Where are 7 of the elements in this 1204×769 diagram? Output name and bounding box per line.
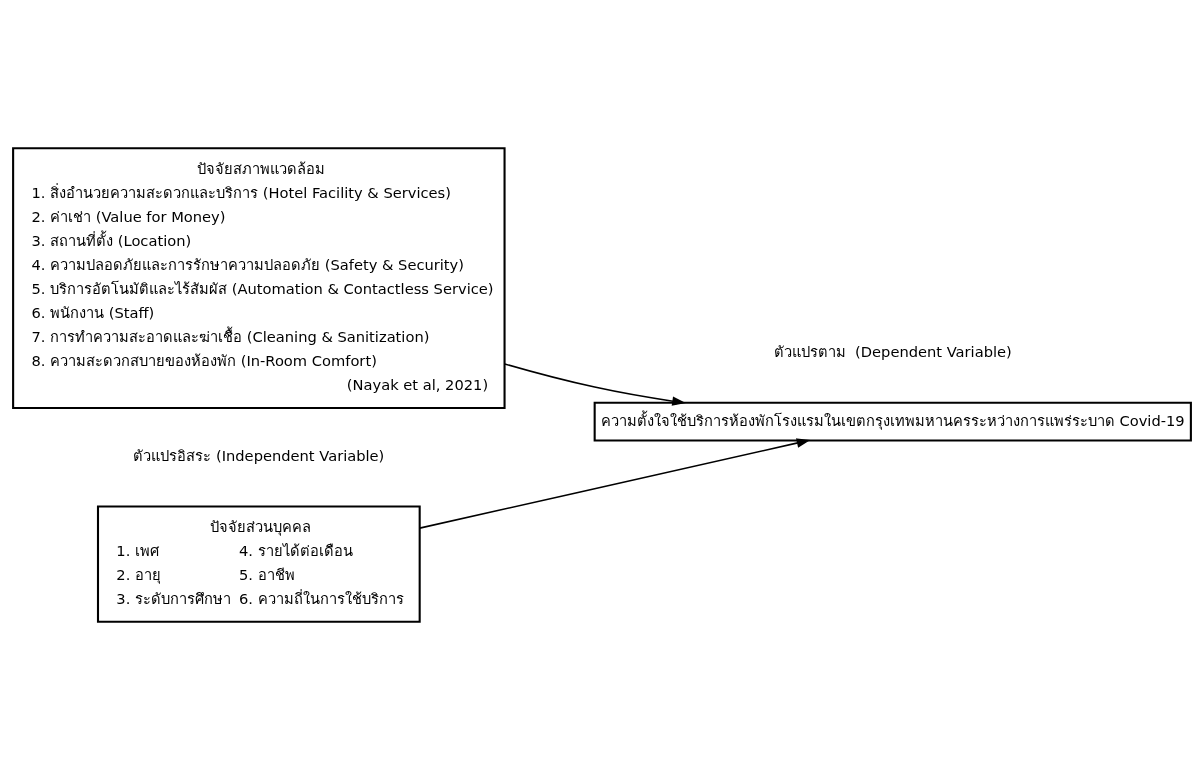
arrow	[503, 362, 686, 406]
label: ตัวแปรตาม (Dependent Variable)	[773, 342, 1012, 360]
node-box: ความตั้งใจใช้บริการห้องพักโรงแรมในเขตกรุงเทพมหานครระหว่างการแพร่ระบาด Covid-19	[593, 401, 1192, 442]
node-box: ปัจจัยสภาพแวดล้อม 1. สิ่งอำนวยความสะดวกและบริการ (Hotel Facility & Services) 2. ค่าเช่า (Value for Money) 3. สถานที่ตั้ง (Location) 4. ความปลอดภัยและการรักษาความปลอดภัย (Safety & Security) 5. บริการอัตโนมัติและไร้สัมผัส (Automation & Contactless Service) 6. พนักงาน (Staff) 7. การทำความสะอาดและฆ่าเชื้อ (Cleaning & Sanitization) 8. ความสะดวกสบายของห้องพัก (In-Room Comfort) (Nayak et al, 2021)	[12, 146, 506, 409]
label: ตัวแปรอิสระ (Independent Variable)	[133, 446, 385, 464]
node-box: ปัจจัยส่วนบุคคล 1. เพศ 4. รายได้ต่อเดือน 2. อายุ 5. อาชีพ 3. ระดับการศึกษา 6. ความถี่ในการใช้บริการ	[96, 505, 421, 623]
arrow	[418, 437, 811, 529]
